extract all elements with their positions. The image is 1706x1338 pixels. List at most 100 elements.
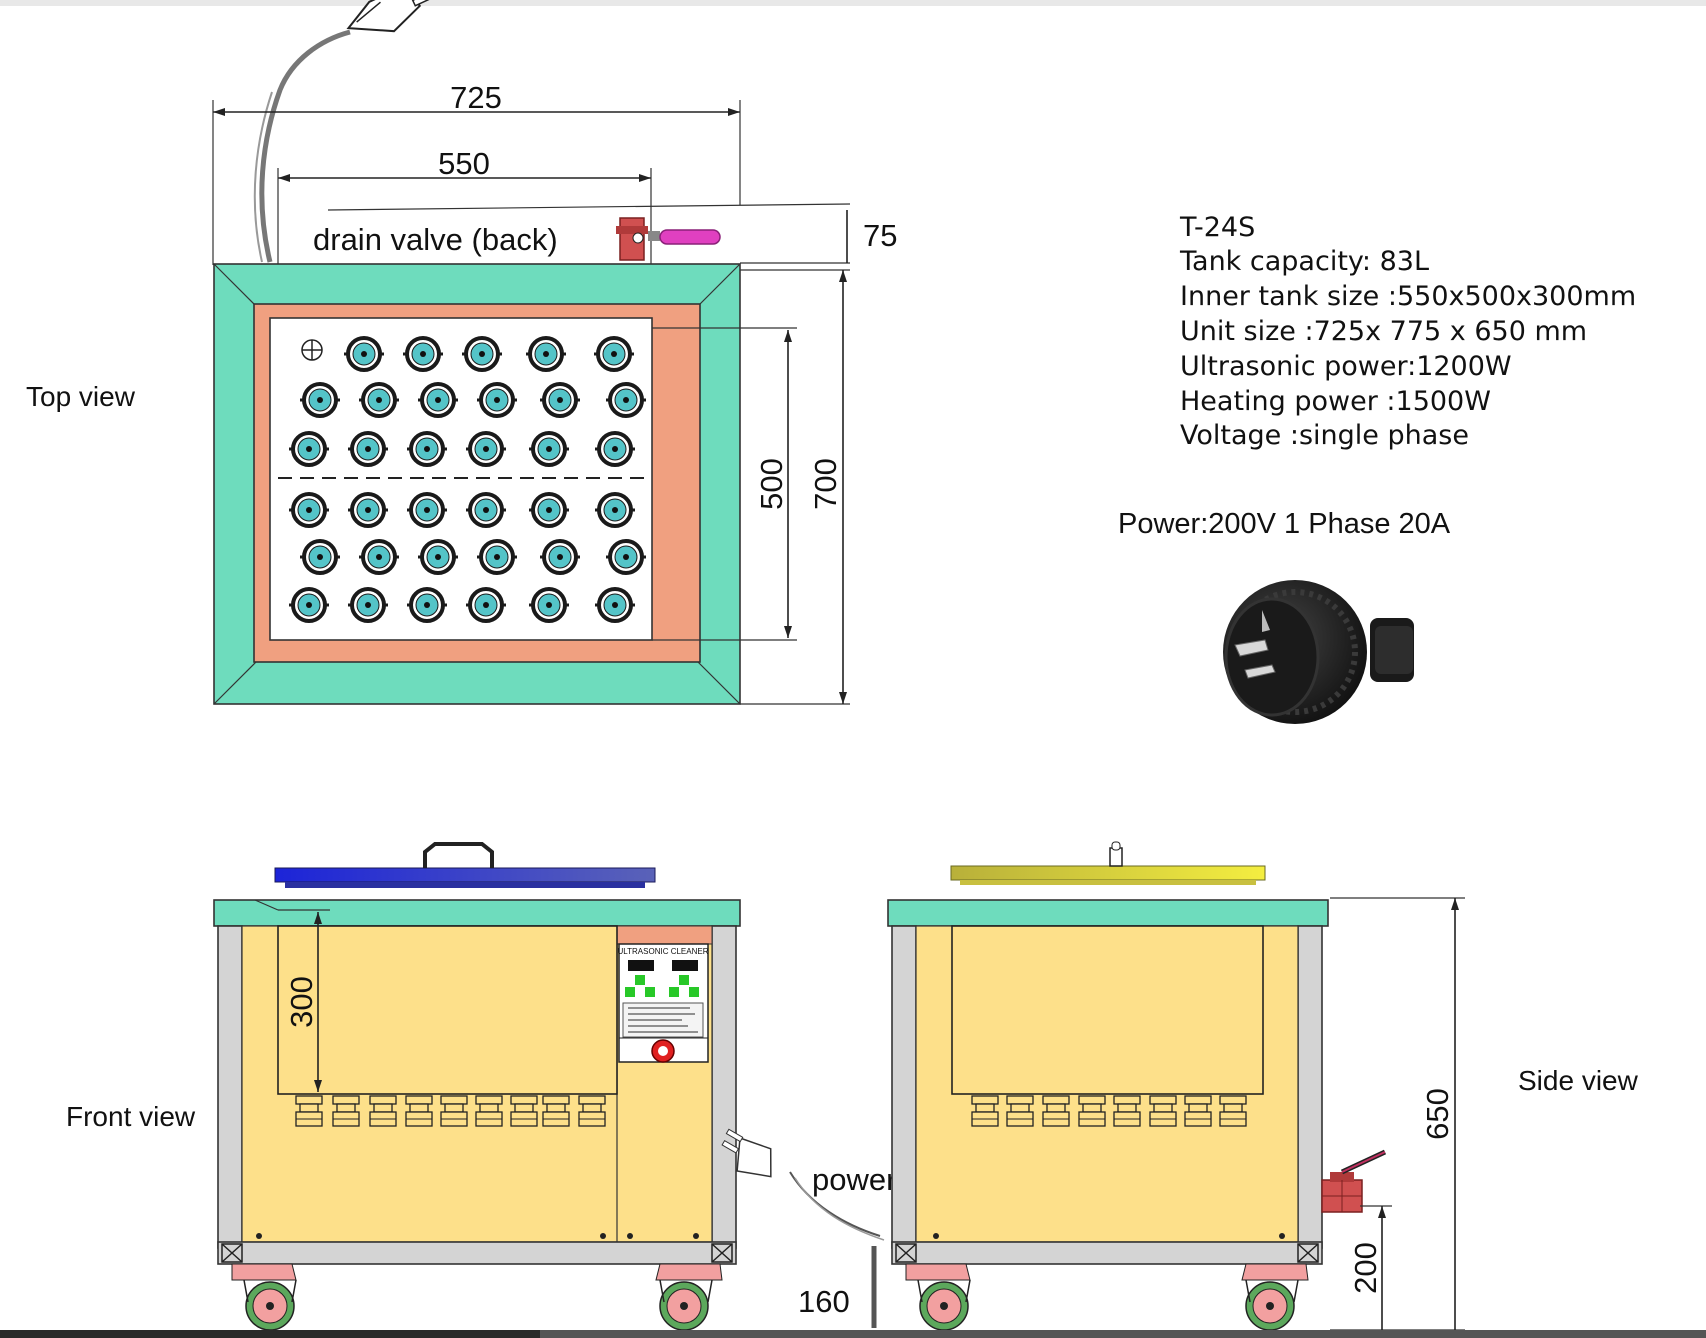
top-edge-bar (0, 0, 1706, 6)
connector-icon (1113, 1095, 1141, 1127)
transducer-icon (595, 492, 635, 528)
transducer-icon (540, 539, 580, 575)
top-view-label: Top view (26, 381, 136, 412)
connector-icon (1006, 1095, 1034, 1127)
transducer-icon (477, 539, 517, 575)
front-left-post (217, 925, 243, 1249)
transducer-icon (407, 492, 447, 528)
connector-icon (1149, 1095, 1177, 1127)
front-base (217, 1241, 737, 1265)
side-right-post (1297, 925, 1323, 1249)
dim-label-total-height: 650 (1420, 1088, 1455, 1140)
side-top-rim (887, 899, 1329, 927)
connector-icon (475, 1095, 503, 1127)
spec-block: T-24S Tank capacity: 83L Inner tank size… (1179, 212, 1636, 451)
transducer-icon (462, 336, 502, 372)
power-rating: Power:200V 1 Phase 20A (1118, 508, 1451, 540)
temp-display (672, 960, 698, 971)
transducer-icon (348, 587, 388, 623)
transducer-icon (300, 382, 340, 418)
drain-valve-top-icon (616, 217, 721, 261)
front-lid (274, 867, 656, 883)
connector-icon (332, 1095, 360, 1127)
panel-button-icon[interactable] (625, 987, 635, 997)
connector-icon (971, 1095, 999, 1127)
spec-model: T-24S (1179, 212, 1255, 243)
dim-label-outer-depth: 700 (808, 458, 843, 510)
connector-icon (510, 1095, 538, 1127)
front-transducer-connectors (295, 1095, 606, 1127)
transducer-icon (529, 431, 569, 467)
panel-button-icon[interactable] (679, 975, 689, 985)
timer-display (628, 960, 654, 971)
transducer-icon (477, 382, 517, 418)
side-right-caster (1241, 1263, 1309, 1331)
connector-icon (1219, 1095, 1247, 1127)
control-panel: ULTRASONIC CLEANER (618, 943, 709, 1063)
transducer-icon (359, 539, 399, 575)
transducer-icon (526, 336, 566, 372)
front-inner-tank (277, 925, 618, 1095)
transducer-icon (466, 587, 506, 623)
connector-icon (1078, 1095, 1106, 1127)
dim-label-outer-width: 725 (450, 80, 502, 115)
transducer-icon (418, 539, 458, 575)
dim-label-inner-height: 300 (284, 976, 319, 1028)
spec-ultrasonic-power: Ultrasonic power:1200W (1180, 351, 1512, 382)
front-view: 300 ULTRASONIC CLEANER (66, 842, 741, 1331)
transducer-icon (595, 431, 635, 467)
panel-button-icon[interactable] (635, 975, 645, 985)
side-lid (950, 865, 1266, 881)
front-view-label: Front view (66, 1101, 196, 1132)
transducer-icon (418, 382, 458, 418)
connector-icon (542, 1095, 570, 1127)
transducer-array (289, 336, 646, 623)
twist-lock-plug-icon (1223, 580, 1414, 724)
panel-button-icon[interactable] (669, 987, 679, 997)
dim-label-inner-width: 550 (438, 146, 490, 181)
connector-icon (369, 1095, 397, 1127)
side-base (891, 1241, 1323, 1265)
transducer-icon (540, 382, 580, 418)
lid-handle (423, 842, 494, 868)
transducer-icon (359, 382, 399, 418)
plug-top-icon (346, 0, 435, 33)
side-left-caster (905, 1263, 971, 1331)
side-inner-tank (951, 925, 1264, 1095)
transducer-icon (348, 431, 388, 467)
dim-label-valve-offset: 75 (863, 218, 897, 253)
panel-buttons (625, 975, 699, 997)
dim-label-caster-offset: 160 (798, 1284, 850, 1319)
transducer-icon (348, 492, 388, 528)
spec-voltage: Voltage :single phase (1180, 420, 1469, 451)
front-top-rim (213, 899, 741, 927)
transducer-icon (289, 431, 329, 467)
side-lid-handle (1109, 847, 1123, 867)
top-view: 725 550 75 drain valve (back) (26, 0, 897, 705)
transducer-icon (466, 431, 506, 467)
transducer-icon (289, 492, 329, 528)
panel-button-icon[interactable] (689, 987, 699, 997)
connector-icon (405, 1095, 433, 1127)
transducer-icon (606, 382, 646, 418)
ground-symbol-icon (301, 339, 323, 361)
power-cord (259, 29, 351, 263)
transducer-icon (606, 539, 646, 575)
connector-icon (1184, 1095, 1212, 1127)
dim-label-drain-height: 200 (1348, 1242, 1383, 1294)
spec-inner-size: Inner tank size :550x500x300mm (1180, 281, 1636, 312)
side-transducer-connectors (971, 1095, 1247, 1127)
transducer-icon (594, 336, 634, 372)
side-view: 650 200 Side view (887, 841, 1639, 1331)
panel-button-icon[interactable] (645, 987, 655, 997)
transducer-icon (529, 492, 569, 528)
transducer-icon (466, 492, 506, 528)
transducer-icon (595, 587, 635, 623)
transducer-icon (407, 431, 447, 467)
side-left-post (891, 925, 917, 1249)
plug-bottom-icon (721, 1128, 772, 1178)
spec-unit-size: Unit size :725x 775 x 650 mm (1180, 316, 1587, 347)
front-left-caster (231, 1263, 297, 1331)
transducer-icon (407, 587, 447, 623)
